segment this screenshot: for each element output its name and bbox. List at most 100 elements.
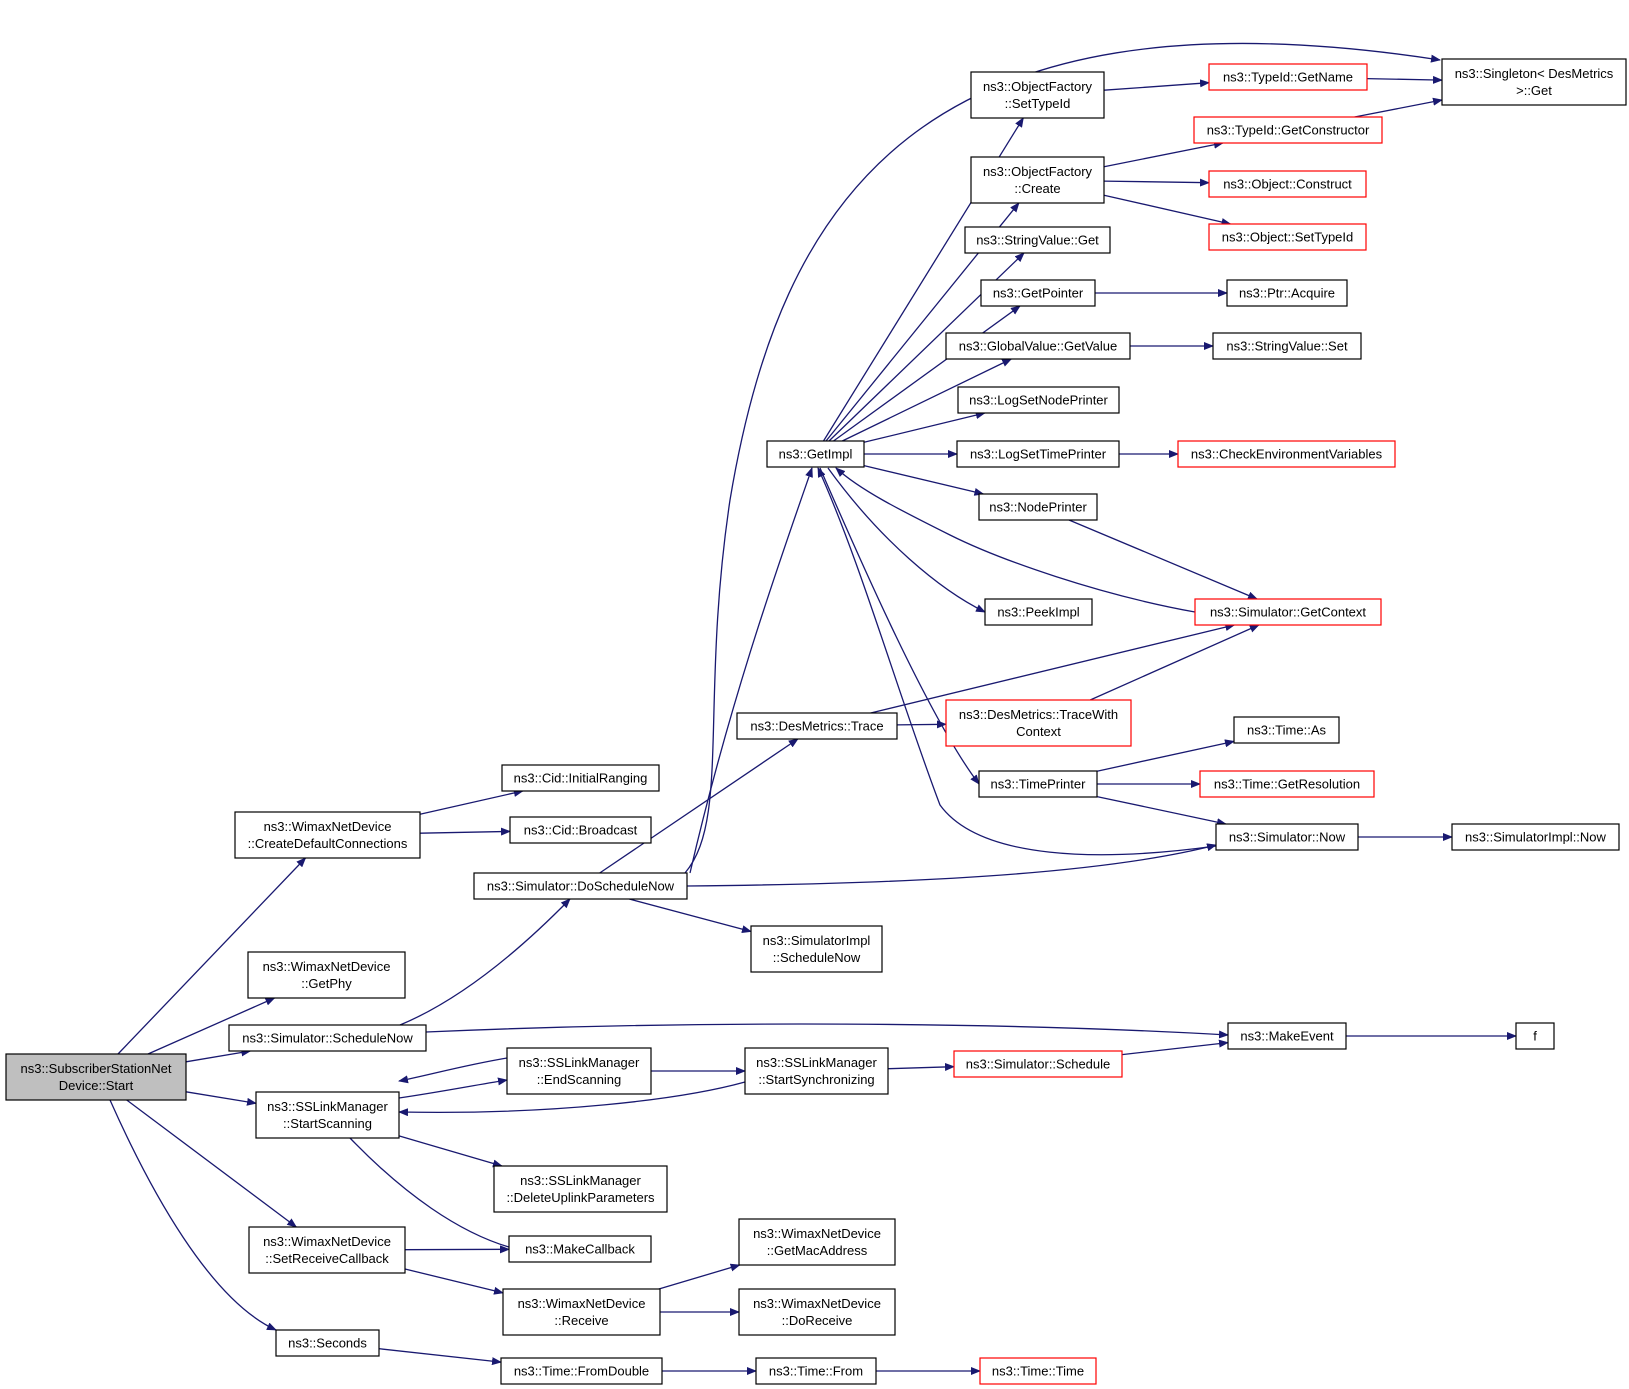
node-setReceiveCb[interactable]: ns3::WimaxNetDevice::SetReceiveCallback bbox=[248, 1226, 406, 1274]
node-label-line: ns3::MakeCallback bbox=[525, 1242, 635, 1257]
edge-path bbox=[819, 467, 980, 785]
node-box bbox=[275, 1329, 380, 1357]
edge-doScheduleNow-to-desTrace bbox=[599, 738, 799, 874]
node-nodePrinter[interactable]: ns3::NodePrinter bbox=[978, 493, 1098, 521]
node-timePrinter[interactable]: ns3::TimePrinter bbox=[978, 770, 1098, 798]
node-doReceive[interactable]: ns3::WimaxNetDevice::DoReceive bbox=[738, 1288, 896, 1336]
node-typeGetCtor[interactable]: ns3::TypeId::GetConstructor bbox=[1193, 116, 1383, 144]
edge-path bbox=[689, 467, 813, 874]
node-broadcast[interactable]: ns3::Cid::Broadcast bbox=[509, 816, 652, 844]
node-startSync[interactable]: ns3::SSLinkManager::StartSynchronizing bbox=[744, 1047, 889, 1095]
node-objSetTid[interactable]: ns3::Object::SetTypeId bbox=[1208, 223, 1367, 251]
node-box bbox=[1193, 116, 1383, 144]
node-simSchedule[interactable]: ns3::Simulator::Schedule bbox=[953, 1050, 1123, 1078]
edge-path bbox=[1103, 194, 1232, 226]
edge-getImpl-to-nodePrinter bbox=[863, 464, 985, 496]
node-fromDouble[interactable]: ns3::Time::FromDouble bbox=[500, 1357, 663, 1385]
edge-root-to-createDefault bbox=[117, 857, 307, 1055]
node-seconds[interactable]: ns3::Seconds bbox=[275, 1329, 380, 1357]
edge-getImpl-to-timePrinter bbox=[819, 467, 980, 785]
node-strGet[interactable]: ns3::StringValue::Get bbox=[964, 226, 1111, 254]
edge-createDefault-to-broadcast bbox=[419, 827, 511, 836]
node-getPointer[interactable]: ns3::GetPointer bbox=[980, 279, 1096, 307]
edge-doScheduleNow-to-singletonGet bbox=[684, 42, 1441, 874]
node-getPhy[interactable]: ns3::WimaxNetDevice::GetPhy bbox=[247, 951, 406, 999]
node-label-line: ns3::Time::GetResolution bbox=[1214, 777, 1360, 792]
node-label-line: ns3::StringValue::Get bbox=[976, 233, 1099, 248]
node-objSetTypeId[interactable]: ns3::ObjectFactory::SetTypeId bbox=[970, 71, 1105, 119]
node-timeTime[interactable]: ns3::Time::Time bbox=[979, 1357, 1097, 1385]
node-schedImplNow[interactable]: ns3::SimulatorImpl::ScheduleNow bbox=[750, 925, 883, 973]
edge-path bbox=[1103, 178, 1210, 187]
node-label-line: ns3::WimaxNetDevice bbox=[263, 959, 391, 974]
node-box bbox=[1177, 440, 1396, 468]
node-label-line: ns3::WimaxNetDevice bbox=[753, 1296, 881, 1311]
node-label-line: ns3::LogSetNodePrinter bbox=[969, 393, 1108, 408]
node-label-line: ::DoReceive bbox=[782, 1313, 853, 1328]
node-checkEnv[interactable]: ns3::CheckEnvironmentVariables bbox=[1177, 440, 1396, 468]
node-box bbox=[956, 440, 1120, 468]
edge-path bbox=[109, 1099, 277, 1331]
node-box bbox=[1227, 1022, 1347, 1050]
node-box bbox=[509, 816, 652, 844]
node-typeGetName[interactable]: ns3::TypeId::GetName bbox=[1208, 63, 1368, 91]
node-timeGetRes[interactable]: ns3::Time::GetResolution bbox=[1199, 770, 1375, 798]
edge-path bbox=[863, 411, 986, 443]
node-timeAs[interactable]: ns3::Time::As bbox=[1233, 716, 1340, 744]
node-ptrAcquire[interactable]: ns3::Ptr::Acquire bbox=[1226, 279, 1348, 307]
node-box bbox=[501, 764, 660, 792]
edge-path bbox=[833, 305, 1021, 442]
edge-path bbox=[398, 1077, 508, 1099]
node-label-line: ns3::Singleton< DesMetrics bbox=[1455, 66, 1614, 81]
node-logTimePrinter[interactable]: ns3::LogSetTimePrinter bbox=[956, 440, 1120, 468]
node-makeEvent[interactable]: ns3::MakeEvent bbox=[1227, 1022, 1347, 1050]
node-objConstruct[interactable]: ns3::Object::Construct bbox=[1208, 170, 1367, 198]
node-doScheduleNow[interactable]: ns3::Simulator::DoScheduleNow bbox=[473, 872, 688, 900]
edge-objCreate-to-objSetTid bbox=[1103, 194, 1232, 226]
edge-path bbox=[1068, 519, 1258, 600]
node-makeCallback[interactable]: ns3::MakeCallback bbox=[508, 1235, 652, 1263]
node-timeFrom[interactable]: ns3::Time::From bbox=[755, 1357, 877, 1385]
node-box bbox=[1212, 332, 1362, 360]
node-f[interactable]: f bbox=[1515, 1022, 1555, 1050]
edge-startSync-to-startScanning bbox=[398, 1081, 746, 1117]
edge-scheduleNow-to-doScheduleNow bbox=[399, 898, 571, 1026]
node-box bbox=[1194, 598, 1382, 626]
edge-path bbox=[835, 467, 1196, 613]
node-label-line: ns3::WimaxNetDevice bbox=[263, 1234, 391, 1249]
node-initialRanging[interactable]: ns3::Cid::InitialRanging bbox=[501, 764, 660, 792]
edge-simNow-to-getImpl bbox=[817, 467, 1217, 856]
node-label-line: Device::Start bbox=[59, 1078, 134, 1093]
node-box bbox=[945, 699, 1132, 747]
node-endScanning[interactable]: ns3::SSLinkManager::EndScanning bbox=[506, 1047, 652, 1095]
node-simImplNow[interactable]: ns3::SimulatorImpl::Now bbox=[1451, 823, 1620, 851]
node-logNodePrinter[interactable]: ns3::LogSetNodePrinter bbox=[957, 386, 1120, 414]
edge-startSync-to-simSchedule bbox=[887, 1062, 955, 1071]
edge-getImpl-to-globalGetValue bbox=[842, 358, 1013, 442]
node-label-line: >::Get bbox=[1516, 83, 1552, 98]
node-box bbox=[964, 226, 1111, 254]
node-startScanning[interactable]: ns3::SSLinkManager::StartScanning bbox=[255, 1091, 400, 1139]
node-globalGetValue[interactable]: ns3::GlobalValue::GetValue bbox=[945, 332, 1131, 360]
node-getMac[interactable]: ns3::WimaxNetDevice::GetMacAddress bbox=[738, 1218, 896, 1266]
node-strSet[interactable]: ns3::StringValue::Set bbox=[1212, 332, 1362, 360]
node-desTrace[interactable]: ns3::DesMetrics::Trace bbox=[736, 712, 898, 740]
node-getImpl[interactable]: ns3::GetImpl bbox=[766, 440, 865, 468]
node-box bbox=[1233, 716, 1340, 744]
node-simGetContext[interactable]: ns3::Simulator::GetContext bbox=[1194, 598, 1382, 626]
edge-path bbox=[117, 857, 307, 1055]
node-label-line: ns3::Time::FromDouble bbox=[514, 1364, 649, 1379]
edge-path bbox=[147, 997, 276, 1055]
node-objCreate[interactable]: ns3::ObjectFactory::Create bbox=[970, 156, 1105, 204]
node-box bbox=[755, 1357, 877, 1385]
node-peekImpl[interactable]: ns3::PeekImpl bbox=[984, 598, 1093, 626]
edge-path bbox=[684, 42, 1441, 874]
node-createDefault[interactable]: ns3::WimaxNetDevice::CreateDefaultConnec… bbox=[234, 811, 421, 859]
node-deleteUplink[interactable]: ns3::SSLinkManager::DeleteUplinkParamete… bbox=[493, 1165, 668, 1213]
node-singletonGet[interactable]: ns3::Singleton< DesMetrics>::Get bbox=[1441, 58, 1627, 106]
node-receive[interactable]: ns3::WimaxNetDevice::Receive bbox=[502, 1288, 661, 1336]
node-simNow[interactable]: ns3::Simulator::Now bbox=[1215, 823, 1359, 851]
node-scheduleNow[interactable]: ns3::Simulator::ScheduleNow bbox=[228, 1024, 427, 1052]
